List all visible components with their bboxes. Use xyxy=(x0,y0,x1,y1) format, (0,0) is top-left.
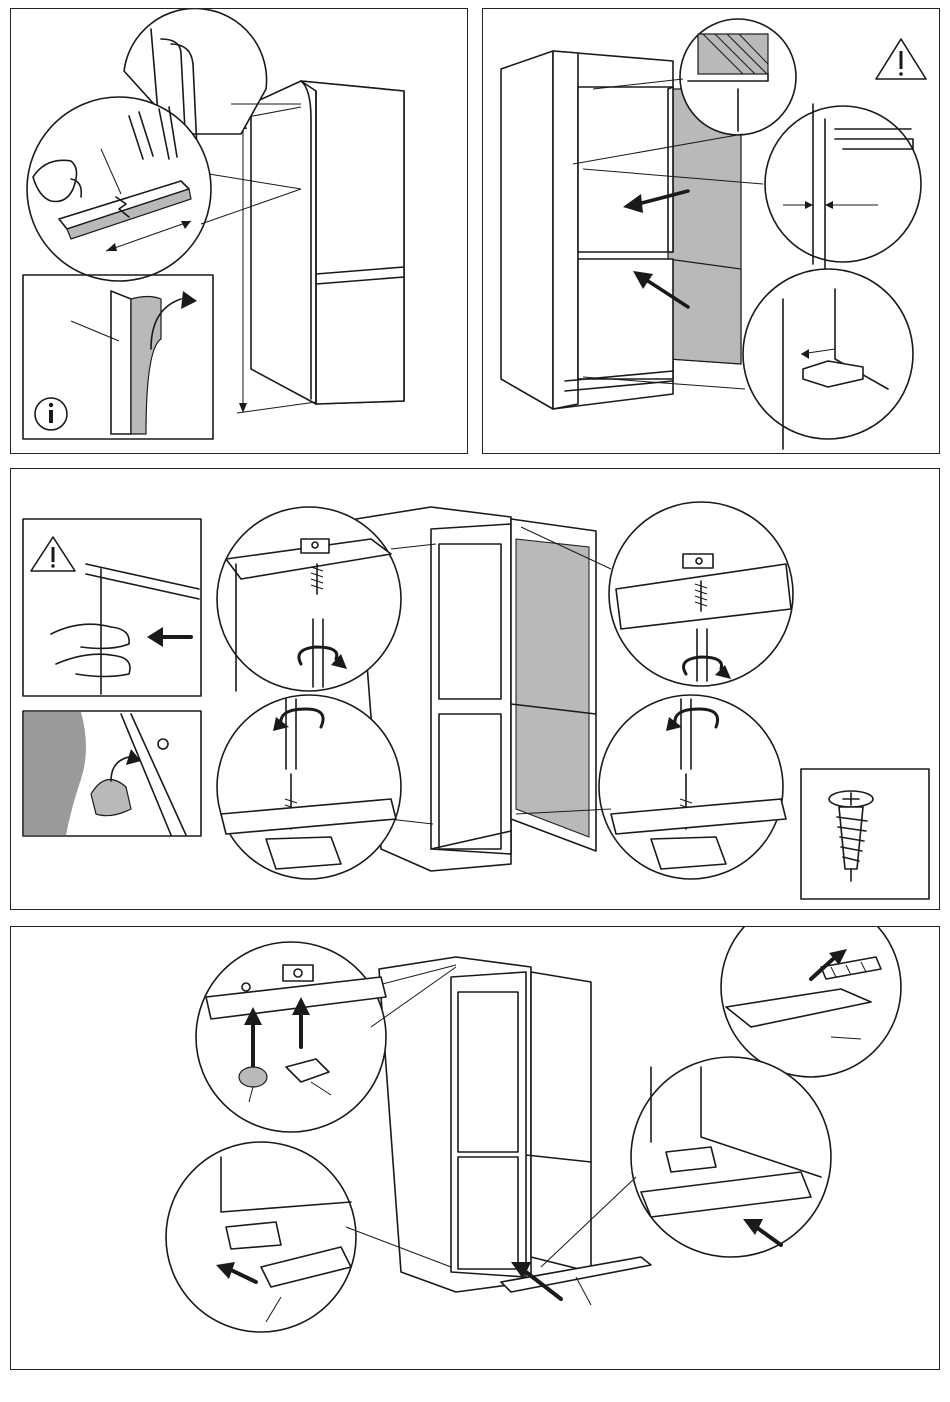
panel-push-into-niche xyxy=(482,8,940,454)
panel-screw-fixing xyxy=(10,468,940,910)
panel-measure-and-trim-seal xyxy=(10,8,468,454)
screw-box xyxy=(801,769,929,899)
panel-covers-and-plinth xyxy=(10,926,940,1370)
warning-triangle-icon xyxy=(876,39,926,79)
screw-fixing-illustration xyxy=(11,469,939,909)
warning-triangle-icon xyxy=(31,537,75,571)
trim-plinth-detail xyxy=(721,927,901,1077)
seal-removal-info-box xyxy=(23,275,213,439)
screw-icon xyxy=(829,791,873,881)
fridge-with-open-door xyxy=(379,957,591,1292)
arrow-icon xyxy=(147,627,191,647)
covers-and-plinth-illustration xyxy=(11,927,939,1369)
seal-photo-box xyxy=(23,711,201,836)
measure-trim-illustration xyxy=(11,9,467,453)
hands-push-warning-box xyxy=(23,519,201,696)
fridge-side-view xyxy=(237,81,404,413)
info-circle-icon xyxy=(35,398,67,430)
push-into-niche-illustration xyxy=(483,9,939,453)
